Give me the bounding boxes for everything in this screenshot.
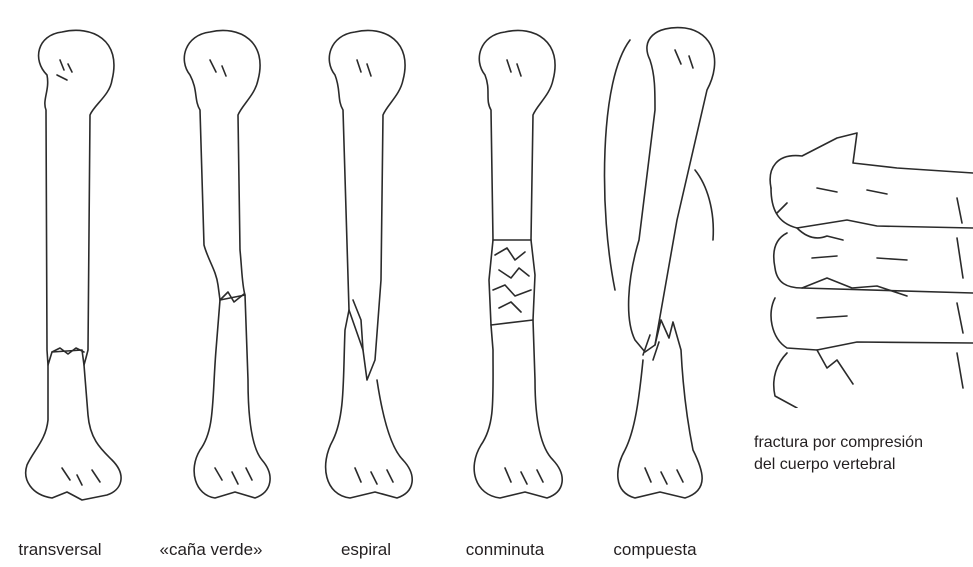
bone-conminuta [455, 20, 585, 520]
vertebral-caption-line1: fractura por compresión [754, 432, 923, 454]
vertebral-caption-line2: del cuerpo vertebral [754, 454, 923, 476]
vertebral-compression-illustration [757, 128, 973, 413]
label-transversal: transversal [0, 540, 125, 560]
label-espiral: espiral [301, 540, 431, 560]
bone-cana-verde [160, 20, 290, 520]
bone-transversal [12, 20, 142, 520]
bone-espiral [305, 20, 435, 520]
bone-compuesta [595, 20, 735, 520]
label-compuesta: compuesta [590, 540, 720, 560]
label-cana-verde: «caña verde» [146, 540, 276, 560]
vertebral-caption: fractura por compresión del cuerpo verte… [754, 432, 923, 476]
label-conminuta: conminuta [440, 540, 570, 560]
